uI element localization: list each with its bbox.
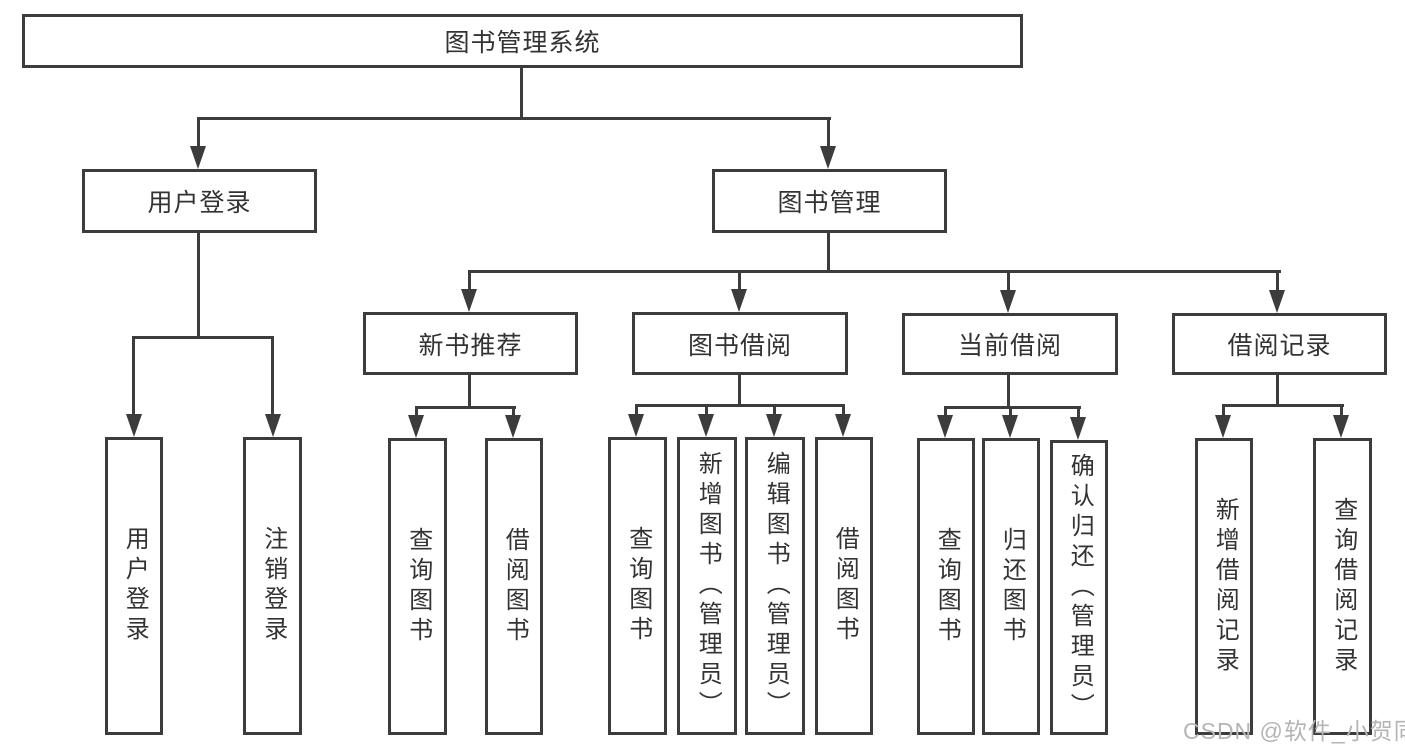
connector-user-login-leaf2-stem <box>271 336 274 415</box>
connector-nbr-leaf2-stem <box>512 406 515 416</box>
arrow-to-leaf-user-login <box>126 414 142 437</box>
connector-bb-stem <box>738 375 741 405</box>
connector-l3-stem-1 <box>468 270 471 290</box>
leaf-bb-borrow-books: 借阅图书 <box>815 437 873 735</box>
arrow-to-cb-query-books <box>937 415 953 438</box>
connector-cb-leaf3-stem <box>1077 406 1080 418</box>
connector-l2-stem-left <box>197 117 200 148</box>
connector-nbr-leaf1-stem <box>415 406 418 416</box>
arrow-to-book-borrowing <box>731 289 747 312</box>
leaf-logout-label: 注销登录 <box>259 526 287 646</box>
connector-nbr-stem <box>468 375 471 407</box>
leaf-bb-add-book-admin-label: 新增图书（管理员） <box>694 451 722 721</box>
connector-l2-stem-right <box>827 117 830 148</box>
connector-cb-leaf1-stem <box>944 406 947 416</box>
connector-br-leaf2-stem <box>1340 404 1343 416</box>
leaf-nbr-query-books: 查询图书 <box>388 438 447 735</box>
leaf-user-login-label: 用户登录 <box>121 526 149 646</box>
node-user-login: 用户登录 <box>82 169 317 233</box>
arrow-to-nbr-query-books <box>408 415 424 438</box>
node-root: 图书管理系统 <box>22 14 1023 68</box>
node-new-book-recommend: 新书推荐 <box>363 312 578 375</box>
connector-bb-leaf2-stem <box>705 404 708 415</box>
arrow-to-leaf-logout <box>265 414 281 437</box>
leaf-br-query-record-label: 查询借阅记录 <box>1329 496 1357 677</box>
leaf-cb-return-books-label: 归还图书 <box>998 526 1026 647</box>
connector-br-stem <box>1276 375 1279 405</box>
leaf-nbr-borrow-books: 借阅图书 <box>485 438 543 735</box>
arrow-to-bb-query-books <box>628 414 644 437</box>
leaf-br-add-record: 新增借阅记录 <box>1195 438 1253 735</box>
node-user-login-label: 用户登录 <box>147 189 252 217</box>
connector-user-login-leaf1-stem <box>132 336 135 415</box>
leaf-bb-query-books-label: 查询图书 <box>624 526 652 646</box>
connector-bb-leaf3-stem <box>773 404 776 415</box>
connector-br-crossbar <box>1222 404 1344 407</box>
leaf-nbr-query-books-label: 查询图书 <box>404 526 432 647</box>
connector-user-login-stem <box>197 233 200 337</box>
connector-cb-stem <box>1007 375 1010 407</box>
connector-nbr-crossbar <box>415 406 516 409</box>
csdn-watermark: CSDN @软件_小贺同学 <box>1183 718 1405 744</box>
arrow-to-borrowing-records <box>1269 290 1285 313</box>
leaf-cb-query-books: 查询图书 <box>917 438 975 735</box>
connector-bb-crossbar <box>635 404 845 407</box>
node-book-borrowing: 图书借阅 <box>632 312 848 375</box>
arrow-to-br-add-record <box>1215 415 1231 438</box>
leaf-bb-edit-book-admin-label: 编辑图书（管理员） <box>762 451 790 721</box>
leaf-bb-borrow-books-label: 借阅图书 <box>831 526 859 646</box>
arrow-to-bb-add-book <box>698 414 714 437</box>
node-current-borrowing-label: 当前借阅 <box>957 332 1062 360</box>
connector-l3-stem-4 <box>1276 270 1279 291</box>
arrow-to-bb-edit-book <box>766 414 782 437</box>
node-new-book-recommend-label: 新书推荐 <box>418 331 523 360</box>
connector-l3-stem-2 <box>738 270 741 290</box>
arrow-to-bb-borrow-books <box>835 414 851 437</box>
arrow-to-nbr-borrow-books <box>505 415 521 438</box>
connector-cb-crossbar <box>944 406 1081 409</box>
arrow-to-cb-confirm-return <box>1070 417 1086 440</box>
leaf-cb-query-books-label: 查询图书 <box>933 526 961 647</box>
arrow-to-new-book-recommend <box>461 289 477 312</box>
connector-bb-leaf4-stem <box>842 404 845 415</box>
leaf-bb-edit-book-admin: 编辑图书（管理员） <box>745 437 805 735</box>
arrow-to-cb-return-books <box>1002 415 1018 438</box>
leaf-br-query-record: 查询借阅记录 <box>1313 438 1372 735</box>
node-book-borrowing-label: 图书借阅 <box>687 331 792 360</box>
connector-root-stem <box>520 68 523 118</box>
connector-book-management-stem <box>827 233 830 271</box>
connector-cb-leaf2-stem <box>1009 406 1012 416</box>
leaf-bb-query-books: 查询图书 <box>608 437 667 735</box>
arrow-to-user-login <box>190 146 206 169</box>
connector-l3-crossbar <box>468 270 1281 273</box>
node-current-borrowing: 当前借阅 <box>902 313 1118 375</box>
node-root-label: 图书管理系统 <box>444 29 601 57</box>
node-book-management-label: 图书管理 <box>777 189 882 217</box>
arrow-to-book-management <box>820 146 836 169</box>
arrow-to-br-query-record <box>1333 415 1349 438</box>
leaf-nbr-borrow-books-label: 借阅图书 <box>501 526 529 647</box>
connector-bb-leaf1-stem <box>635 404 638 415</box>
connector-user-login-crossbar <box>132 336 274 339</box>
leaf-cb-confirm-return-admin-label: 确认归还（管理员） <box>1066 452 1094 723</box>
leaf-user-login: 用户登录 <box>105 437 163 735</box>
node-borrowing-records: 借阅记录 <box>1172 313 1387 375</box>
leaf-cb-return-books: 归还图书 <box>982 438 1040 735</box>
leaf-cb-confirm-return-admin: 确认归还（管理员） <box>1050 440 1108 735</box>
connector-br-leaf1-stem <box>1222 404 1225 416</box>
leaf-logout: 注销登录 <box>243 437 302 735</box>
leaf-bb-add-book-admin: 新增图书（管理员） <box>677 437 737 735</box>
arrow-to-current-borrowing <box>1000 290 1016 313</box>
node-book-management: 图书管理 <box>712 169 947 233</box>
connector-l3-stem-3 <box>1007 270 1010 291</box>
leaf-br-add-record-label: 新增借阅记录 <box>1211 496 1239 677</box>
connector-l2-crossbar <box>197 117 831 120</box>
node-borrowing-records-label: 借阅记录 <box>1227 332 1332 360</box>
